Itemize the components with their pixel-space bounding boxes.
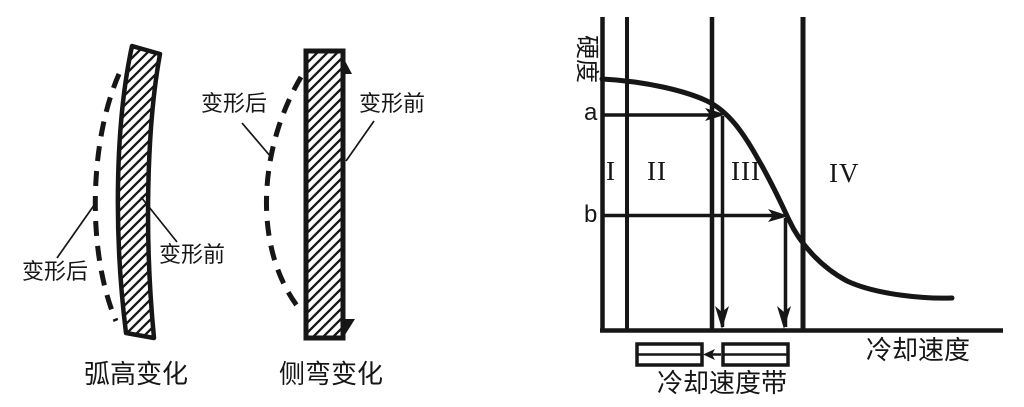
drop-arrowhead-a xyxy=(715,306,729,329)
x-axis-label: 冷却速度 xyxy=(866,335,971,365)
bend-before-label: 变形前 xyxy=(359,91,426,116)
arc-after-leader-line xyxy=(56,200,98,259)
arc-before-leader-line xyxy=(140,196,178,243)
bend-bar-after-dashed-outline xyxy=(263,75,304,313)
drop-arrowhead-b xyxy=(777,306,791,329)
level-a-arrowhead xyxy=(705,108,726,121)
side-bend-diagram xyxy=(241,48,375,341)
cooling-band-caption: 冷却速度带 xyxy=(657,368,788,398)
bend-before-leader-line xyxy=(345,120,375,162)
bend-bar-corner-mark-bottom xyxy=(343,319,355,338)
band-shift-arrowhead-left xyxy=(703,349,715,360)
y-axis-label: 硬度 xyxy=(573,35,600,83)
arc-diagram-caption: 弧高变化 xyxy=(84,359,189,389)
arc-change-diagram xyxy=(56,43,178,341)
arc-bar-after-dashed-outline xyxy=(92,72,122,322)
level-b-arrowhead xyxy=(768,209,789,222)
region-label-2: II xyxy=(647,156,667,186)
level-b-label: b xyxy=(584,201,598,228)
region-label-1: I xyxy=(606,156,616,186)
bend-bar-corner-mark-top xyxy=(343,57,352,74)
region-label-4: IV xyxy=(829,158,860,188)
bend-bar-before-shape xyxy=(303,48,346,341)
hardness-curve xyxy=(599,76,955,301)
bend-after-leader-line xyxy=(241,122,272,158)
arc-before-label: 变形前 xyxy=(159,242,226,267)
arc-bar-before-shape xyxy=(115,43,163,341)
region-label-3: III xyxy=(731,156,761,186)
level-a-label: a xyxy=(584,99,598,126)
bend-after-label: 变形后 xyxy=(201,91,268,116)
hardness-chart xyxy=(599,17,1003,367)
arc-after-label: 变形后 xyxy=(22,259,89,284)
bend-diagram-caption: 侧弯变化 xyxy=(279,359,384,389)
